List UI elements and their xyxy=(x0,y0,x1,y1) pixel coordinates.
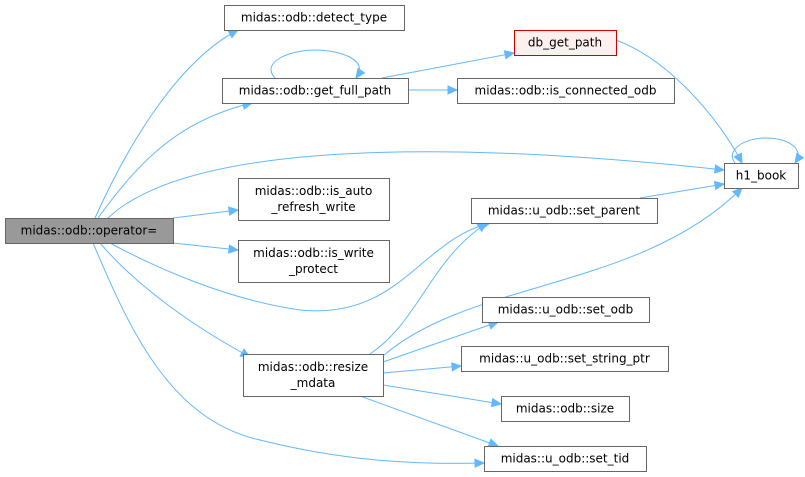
node-set-parent[interactable]: midas::u_odb::set_parent xyxy=(471,198,658,224)
edges-layer xyxy=(92,29,805,469)
edge-get-full-path-to-db-get-path-arrowhead xyxy=(503,50,516,60)
edge-operator-eq-to-is-auto-refresh-write-arrowhead xyxy=(227,206,240,216)
node-label: midas::odb::detect_type xyxy=(241,11,387,25)
node-operator-eq[interactable]: midas::odb::operator= xyxy=(5,218,174,244)
edge-db-get-path-to-h1-book-arrowhead xyxy=(733,152,743,165)
node-label: midas::odb::operator= xyxy=(21,224,158,238)
node-box[interactable] xyxy=(457,78,675,104)
node-get-full-path[interactable]: midas::odb::get_full_path xyxy=(222,78,409,104)
edge-get-full-path-to-db-get-path xyxy=(381,52,515,79)
edge-set-parent-to-h1-book xyxy=(639,183,725,199)
node-set-string-ptr[interactable]: midas::u_odb::set_string_ptr xyxy=(461,346,669,372)
edge-operator-eq-to-detect-type-arrowhead xyxy=(227,29,240,39)
node-h1-book[interactable]: h1_book xyxy=(724,163,799,189)
edge-resize-mdata-to-h1-book-arrowhead xyxy=(731,187,743,199)
edge-operator-eq-to-set-tid xyxy=(92,242,485,464)
node-box[interactable] xyxy=(461,346,669,372)
node-box[interactable] xyxy=(514,30,617,56)
edge-db-get-path-to-h1-book xyxy=(615,39,743,164)
node-label: midas::odb::is_write xyxy=(253,246,374,260)
node-label: _protect xyxy=(288,262,338,276)
node-box[interactable] xyxy=(482,297,650,323)
edge-h1-book-to-h1-book xyxy=(732,137,799,164)
node-label: midas::u_odb::set_odb xyxy=(498,303,634,317)
node-box[interactable] xyxy=(484,446,647,472)
edge-resize-mdata-to-set-odb xyxy=(382,321,499,363)
node-is-auto-refresh-write[interactable]: midas::odb::is_auto_refresh_write xyxy=(238,178,390,221)
edge-resize-mdata-to-set-tid xyxy=(359,395,499,447)
node-label: midas::odb::size xyxy=(516,402,614,416)
node-label: midas::odb::is_auto xyxy=(255,184,373,198)
node-box[interactable] xyxy=(238,240,390,283)
node-size[interactable]: midas::odb::size xyxy=(501,396,630,422)
node-box[interactable] xyxy=(224,5,405,31)
edge-operator-eq-to-is-auto-refresh-write xyxy=(172,209,239,219)
edge-resize-mdata-to-set-parent-arrowhead xyxy=(476,222,489,233)
nodes-layer: midas::odb::operator= midas::odb::detect_… xyxy=(5,5,799,472)
node-detect-type[interactable]: midas::odb::detect_type xyxy=(224,5,405,31)
node-box[interactable] xyxy=(5,218,174,244)
edge-resize-mdata-to-set-tid-arrowhead xyxy=(487,438,500,448)
edge-operator-eq-to-detect-type xyxy=(94,29,239,219)
node-box[interactable] xyxy=(471,198,658,224)
node-box[interactable] xyxy=(243,354,384,397)
node-label: _mdata xyxy=(290,376,336,390)
node-label: h1_book xyxy=(736,169,787,183)
edge-resize-mdata-to-h1-book xyxy=(382,187,743,357)
edge-operator-eq-to-resize-mdata xyxy=(99,242,251,358)
edge-operator-eq-to-set-tid-arrowhead xyxy=(474,458,486,469)
edge-operator-eq-to-set-parent xyxy=(109,222,491,312)
node-label: midas::u_odb::set_string_ptr xyxy=(479,352,650,366)
node-label: midas::odb::is_connected_odb xyxy=(475,84,657,98)
node-box[interactable] xyxy=(724,163,799,189)
edge-get-full-path-to-get-full-path xyxy=(270,49,360,79)
node-box[interactable] xyxy=(222,78,409,104)
edge-operator-eq-to-get-full-path xyxy=(97,102,253,219)
node-set-odb[interactable]: midas::u_odb::set_odb xyxy=(482,297,650,323)
edge-operator-eq-to-is-write-protect-arrowhead xyxy=(228,244,240,254)
node-label: midas::odb::get_full_path xyxy=(239,84,391,98)
node-box[interactable] xyxy=(238,178,390,221)
edge-get-full-path-to-get-full-path-arrowhead xyxy=(355,67,366,80)
node-box[interactable] xyxy=(501,396,630,422)
edge-resize-mdata-to-set-string-ptr-arrowhead xyxy=(451,362,463,372)
edge-resize-mdata-to-size xyxy=(382,384,502,405)
edge-resize-mdata-to-set-string-ptr xyxy=(382,365,462,374)
edge-set-parent-to-h1-book-arrowhead xyxy=(713,180,726,191)
edge-operator-eq-to-h1-book xyxy=(107,151,725,219)
node-resize-mdata[interactable]: midas::odb::resize_mdata xyxy=(243,354,384,397)
node-label: _refresh_write xyxy=(270,200,355,214)
node-is-write-protect[interactable]: midas::odb::is_write_protect xyxy=(238,240,390,283)
node-label: midas::u_odb::set_tid xyxy=(501,452,630,466)
node-label: db_get_path xyxy=(528,36,602,50)
node-is-connected-odb[interactable]: midas::odb::is_connected_odb xyxy=(457,78,675,104)
edge-operator-eq-to-is-write-protect xyxy=(172,242,239,251)
node-label: midas::u_odb::set_parent xyxy=(488,204,641,218)
node-set-tid[interactable]: midas::u_odb::set_tid xyxy=(484,446,647,472)
edge-get-full-path-to-is-connected-odb-arrowhead xyxy=(447,85,459,95)
edge-operator-eq-to-h1-book-arrowhead xyxy=(714,164,726,174)
edge-resize-mdata-to-set-parent xyxy=(369,222,488,355)
edge-h1-book-to-h1-book-arrowhead xyxy=(794,152,805,165)
node-label: midas::odb::resize xyxy=(258,360,368,374)
node-db-get-path[interactable]: db_get_path xyxy=(514,30,617,56)
edge-resize-mdata-to-size-arrowhead xyxy=(490,397,503,408)
